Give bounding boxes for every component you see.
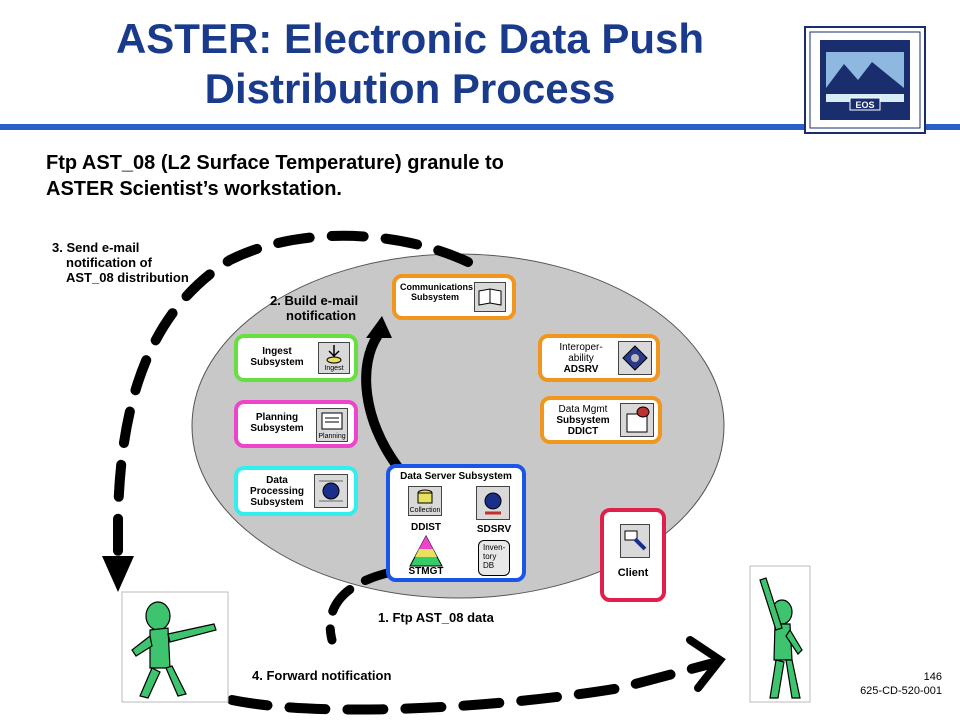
inventory-line-3: DB xyxy=(483,561,495,570)
planning-icon: Planning xyxy=(316,408,348,442)
scientist-figure-right xyxy=(749,565,811,703)
communications-subsystem-box: Communications Subsystem xyxy=(392,274,516,320)
communications-line-2: Subsystem xyxy=(410,292,460,302)
interop-line-2: ability xyxy=(568,353,594,364)
step-send-email-line-1: 3. Send e-mail xyxy=(52,240,140,255)
dataserver-subsystem-box: Data Server Subsystem Collection DDIST S… xyxy=(386,464,526,582)
build-email-arrow xyxy=(361,330,405,475)
processing-title: Data Processing Subsystem xyxy=(242,475,312,508)
inventory-db-icon: Inven- tory DB xyxy=(478,540,510,576)
forward-arrowhead xyxy=(686,636,726,692)
forward-arrow xyxy=(227,659,715,715)
interop-icon xyxy=(618,341,652,375)
ftp-arrow xyxy=(325,567,397,645)
step-build-email-line-2: notification xyxy=(286,308,357,323)
collection-caption: Collection xyxy=(409,507,441,514)
client-label: Client xyxy=(617,567,649,579)
step-send-email-line-2: notification of xyxy=(66,255,152,270)
dataserver-title: Data Server Subsystem xyxy=(400,471,512,482)
title-rule xyxy=(0,124,960,130)
interop-line-1: Interoper- xyxy=(559,342,603,353)
datamgmt-line-1: Data Mgmt xyxy=(558,404,608,415)
scientist-figure-left xyxy=(121,591,229,703)
ingest-line-1: Ingest xyxy=(262,346,292,357)
datamgmt-line-3: DDICT xyxy=(567,426,599,437)
planning-line-1: Planning xyxy=(255,412,299,423)
subtitle: Ftp AST_08 (L2 Surface Temperature) gran… xyxy=(46,150,646,202)
processing-line-3: Subsystem xyxy=(250,497,304,508)
step-send-email-line-3: AST_08 distribution xyxy=(66,270,189,285)
planning-icon-caption: Planning xyxy=(318,433,346,440)
datamgmt-title: Data Mgmt Subsystem DDICT xyxy=(548,404,618,437)
processing-subsystem-box: Data Processing Subsystem xyxy=(234,466,358,516)
communications-line-1: Communications xyxy=(400,282,474,292)
book-icon xyxy=(474,282,506,312)
title-line-1: ASTER: Electronic Data Push xyxy=(115,15,705,62)
processing-line-1: Data xyxy=(266,475,288,486)
stmgt-pyramid-icon xyxy=(406,534,446,568)
planning-title: Planning Subsystem xyxy=(242,412,312,434)
inventory-line-1: Inven- xyxy=(483,543,506,552)
sdsrv-label: SDSRV xyxy=(476,524,512,535)
dictionary-icon xyxy=(620,403,654,437)
document-id: 625-CD-520-001 xyxy=(860,685,942,697)
client-icon xyxy=(620,524,650,558)
eos-logo: EOS xyxy=(804,26,926,134)
interop-line-3: ADSRV xyxy=(563,364,599,375)
ddist-label: DDIST xyxy=(411,522,441,533)
datamgmt-subsystem-box: Data Mgmt Subsystem DDICT xyxy=(540,396,662,444)
collection-icon: Collection xyxy=(408,486,442,516)
datamgmt-line-2: Subsystem xyxy=(556,415,610,426)
step-build-email-label: 2. Build e-mail notification xyxy=(270,293,358,323)
communications-title: Communications Subsystem xyxy=(400,282,474,302)
sdsrv-icon xyxy=(476,486,510,520)
title-line-2: Distribution Process xyxy=(204,65,616,112)
page-title: ASTER: Electronic Data Push Distribution… xyxy=(60,14,760,114)
build-email-arrowhead xyxy=(366,316,392,338)
ingest-subsystem-box: Ingest Subsystem Ingest xyxy=(234,334,358,382)
email-send-arrow xyxy=(113,230,473,575)
client-box: Client xyxy=(600,508,666,602)
planning-line-2: Subsystem xyxy=(250,423,304,434)
step-build-email-line-1: 2. Build e-mail xyxy=(270,293,359,308)
email-send-arrowhead xyxy=(102,556,134,592)
svg-text:EOS: EOS xyxy=(855,100,874,110)
planning-subsystem-box: Planning Subsystem Planning xyxy=(234,400,358,448)
step-ftp-label: 1. Ftp AST_08 data xyxy=(378,610,494,625)
inventory-line-2: tory xyxy=(483,552,497,561)
processing-icon xyxy=(314,474,348,508)
page-footer: 146 625-CD-520-001 xyxy=(860,670,942,698)
ingest-line-2: Subsystem xyxy=(250,357,304,368)
processing-line-2: Processing xyxy=(250,486,304,497)
subtitle-line-1: Ftp AST_08 (L2 Surface Temperature) gran… xyxy=(46,152,504,174)
step-forward-label: 4. Forward notification xyxy=(252,668,392,683)
step-send-email-label: 3. Send e-mail notification of AST_08 di… xyxy=(52,240,189,285)
subtitle-line-2: ASTER Scientist’s workstation. xyxy=(46,178,342,200)
ingest-icon-caption: Ingest xyxy=(324,365,344,372)
ingest-icon: Ingest xyxy=(318,342,350,374)
interop-title: Interoper- ability ADSRV xyxy=(546,342,616,375)
interop-subsystem-box: Interoper- ability ADSRV xyxy=(538,334,660,382)
page-number: 146 xyxy=(923,671,942,683)
stmgt-label: STMGT xyxy=(408,566,444,577)
ingest-title: Ingest Subsystem xyxy=(242,346,312,368)
